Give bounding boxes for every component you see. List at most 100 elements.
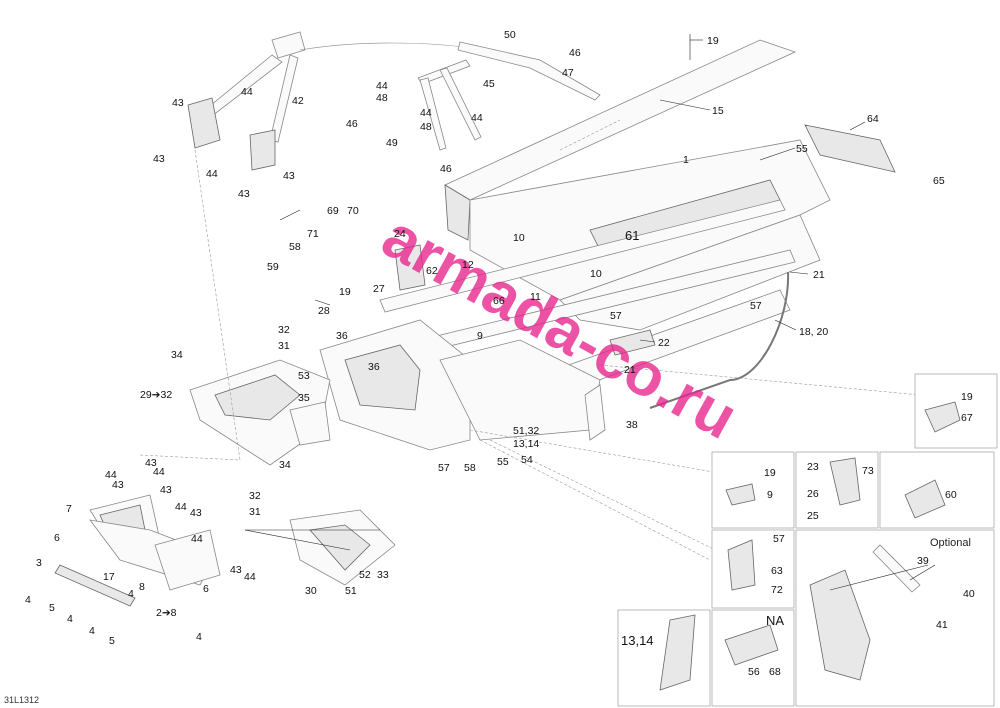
callout: 73	[862, 465, 874, 477]
callout: 8	[139, 581, 145, 593]
callout-labels: 50 46 19 47 45 42 44 43 44 48 44 48 44 1…	[25, 29, 975, 678]
callout: 63	[771, 565, 783, 577]
callout: 19	[339, 286, 351, 298]
callout: 44	[241, 86, 253, 98]
callout: 59	[267, 261, 279, 273]
tunnel-assembly	[189, 39, 896, 466]
callout: 46	[569, 47, 581, 59]
callout: 18, 20	[799, 326, 828, 338]
callout: 13,14	[621, 633, 654, 648]
callout: 43	[238, 188, 250, 200]
callout: 24	[394, 228, 406, 240]
callout: 44	[153, 466, 165, 478]
callout: 46	[440, 163, 452, 175]
callout: 46	[346, 118, 358, 130]
callout: 7	[66, 503, 72, 515]
callout: 19	[961, 391, 973, 403]
callout: 45	[483, 78, 495, 90]
steering-column-assembly	[187, 31, 601, 171]
callout: 52	[359, 569, 371, 581]
callout: 5	[49, 602, 55, 614]
callout: 71	[307, 228, 319, 240]
callout: 3	[36, 557, 42, 569]
callout: 36	[368, 361, 380, 373]
callout: 67	[961, 412, 973, 424]
callout: 32	[278, 324, 290, 336]
callout: 55	[796, 143, 808, 155]
callout: 4	[25, 594, 31, 606]
inset-13-14	[617, 609, 711, 707]
callout-leaders	[244, 34, 936, 591]
callout: 9	[767, 489, 773, 501]
lower-left-brackets	[54, 494, 396, 607]
callout: 44	[376, 80, 388, 92]
callout: 57	[610, 310, 622, 322]
callout: 21	[813, 269, 825, 281]
callout: 4	[128, 588, 134, 600]
callout: 34	[171, 349, 183, 361]
callout: 2➔8	[156, 607, 177, 619]
callout: 38	[626, 419, 638, 431]
callout: 61	[625, 228, 639, 243]
callout: 70	[347, 205, 359, 217]
inset-9	[711, 451, 795, 529]
inset-60	[879, 451, 995, 529]
callout: 44	[244, 571, 256, 583]
callout: 48	[420, 121, 432, 133]
callout: 35	[298, 392, 310, 404]
callout: 54	[521, 454, 533, 466]
callout: 58	[289, 241, 301, 253]
callout: 17	[103, 571, 115, 583]
callout: 62	[426, 265, 438, 277]
callout: 43	[283, 170, 295, 182]
callout: 57	[773, 533, 785, 545]
callout: 10	[513, 232, 525, 244]
callout: 1	[683, 154, 689, 166]
callout: 43	[145, 457, 157, 469]
callout: 23	[807, 461, 819, 473]
callout: 48	[376, 92, 388, 104]
callout: 72	[771, 584, 783, 596]
callout: 56	[748, 666, 760, 678]
callout: 44	[105, 469, 117, 481]
callout: 33	[377, 569, 389, 581]
callout: 57	[438, 462, 450, 474]
callout: 39	[917, 555, 929, 567]
callout: 43	[190, 507, 202, 519]
callout: 51	[345, 585, 357, 597]
callout: 60	[945, 489, 957, 501]
callout: 58	[464, 462, 476, 474]
callout: 25	[807, 510, 819, 522]
inset-na	[711, 609, 795, 707]
callout: 4	[196, 631, 202, 643]
callout: 9	[477, 330, 483, 342]
callout: 43	[230, 564, 242, 576]
callout: 40	[963, 588, 975, 600]
callout: 31	[278, 340, 290, 352]
inset-optional	[795, 529, 995, 707]
callout: 44	[191, 533, 203, 545]
callout: 65	[933, 175, 945, 187]
callout: 4	[67, 613, 73, 625]
callout: 50	[504, 29, 516, 41]
callout: 22	[658, 337, 670, 349]
callout: 44	[206, 168, 218, 180]
inset-23-26	[795, 451, 879, 529]
inset-63	[711, 529, 795, 609]
callout: 44	[420, 107, 432, 119]
callout: 41	[936, 619, 948, 631]
callout: 6	[54, 532, 60, 544]
callout: 21	[624, 364, 636, 376]
callout: 12	[462, 259, 474, 271]
callout: 28	[318, 305, 330, 317]
callout: 4	[89, 625, 95, 637]
callout: 13,14	[513, 438, 539, 450]
callout: 6	[203, 583, 209, 595]
callout: 43	[112, 479, 124, 491]
callout: 15	[712, 105, 724, 117]
optional-label: Optional	[930, 537, 971, 549]
callout: 42	[292, 95, 304, 107]
callout: 49	[386, 137, 398, 149]
callout: 31	[249, 506, 261, 518]
